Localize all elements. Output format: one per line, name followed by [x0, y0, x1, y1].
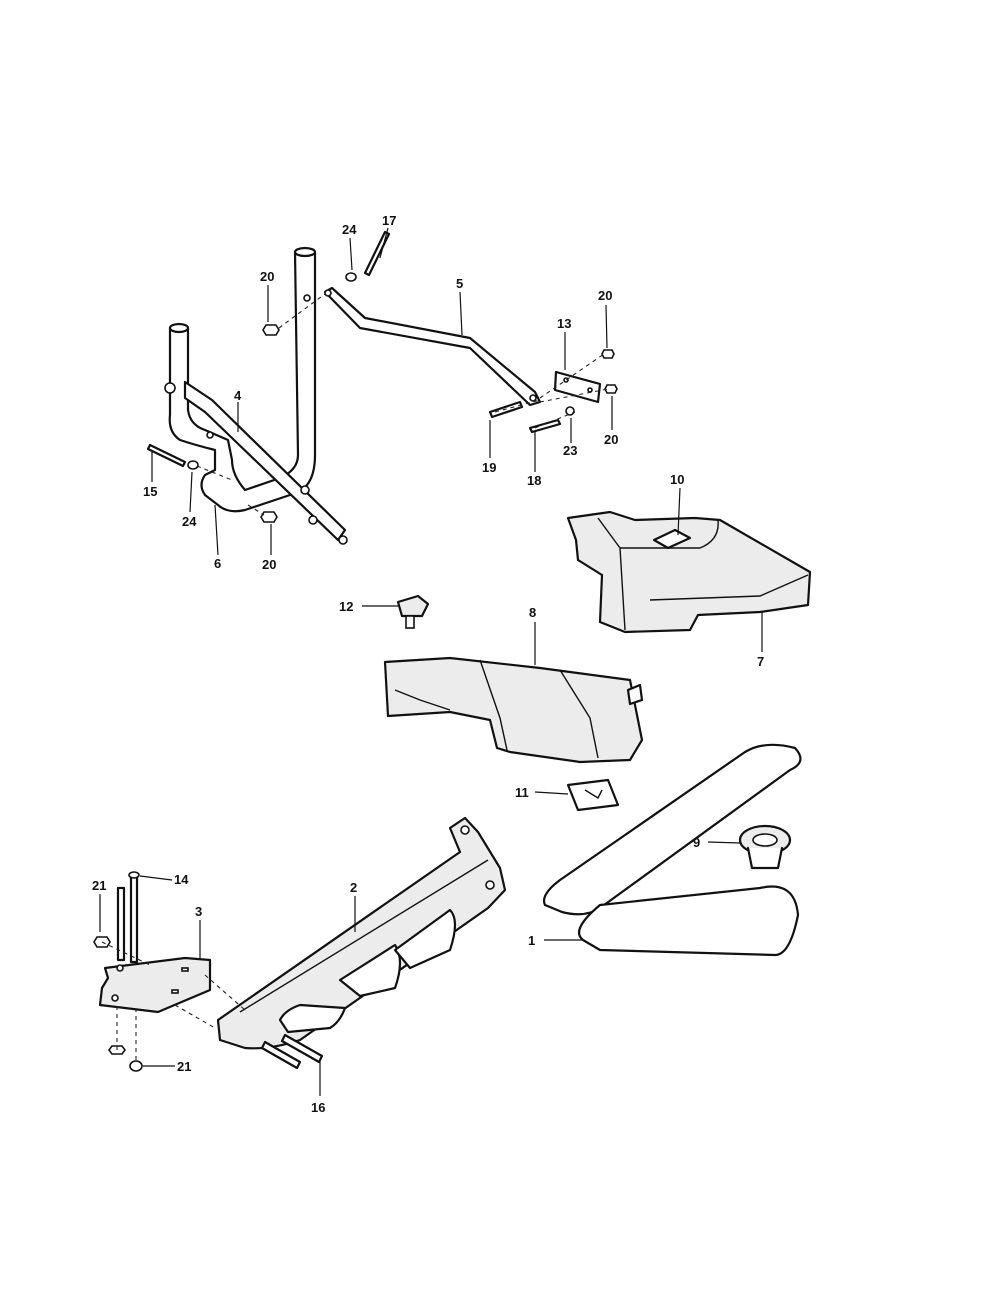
callout-15: 15 — [143, 484, 157, 499]
callout-24-left: 24 — [182, 514, 197, 529]
callout-11: 11 — [515, 785, 529, 800]
callout-9: 9 — [693, 835, 700, 850]
callout-23: 23 — [563, 443, 577, 458]
callout-6: 6 — [214, 556, 221, 571]
assembly-lines-top — [196, 293, 609, 516]
callout-1: 1 — [528, 933, 535, 948]
leader-lines — [99, 227, 763, 1096]
callout-20-bottom: 20 — [262, 557, 276, 572]
callout-4: 4 — [234, 388, 242, 403]
belt-cover — [566, 510, 812, 634]
hardware — [146, 230, 618, 523]
callout-21-bottom: 21 — [177, 1059, 191, 1074]
belt-guard — [383, 656, 644, 764]
frame-bracket — [98, 956, 212, 1014]
callout-24-top: 24 — [342, 222, 357, 237]
callout-3: 3 — [195, 904, 202, 919]
decal — [566, 778, 620, 812]
bracket-hardware — [93, 871, 324, 1072]
callout-12: 12 — [339, 599, 353, 614]
drive-belt — [542, 743, 802, 957]
callout-17: 17 — [382, 213, 396, 228]
callout-5: 5 — [456, 276, 463, 291]
main-frame — [216, 816, 507, 1050]
callout-20-mid-right: 20 — [604, 432, 618, 447]
callout-10: 10 — [670, 472, 684, 487]
callout-19: 19 — [482, 460, 496, 475]
callout-18: 18 — [527, 473, 541, 488]
assembly-lines-bottom — [101, 941, 246, 1060]
callout-13: 13 — [557, 316, 571, 331]
callout-21-top: 21 — [92, 878, 106, 893]
callout-7: 7 — [757, 654, 764, 669]
callout-14: 14 — [174, 872, 189, 887]
brace-bar — [183, 380, 348, 545]
callout-20-top-left: 20 — [260, 269, 274, 284]
control-rod — [323, 286, 542, 407]
callout-labels: 17 24 20 5 13 20 4 19 18 23 20 15 24 6 2… — [92, 213, 764, 1115]
callout-20-top-right: 20 — [598, 288, 612, 303]
callout-16: 16 — [311, 1100, 325, 1115]
mounting-plate — [553, 370, 602, 404]
callout-8: 8 — [529, 605, 536, 620]
handle-tube-frame — [164, 246, 317, 513]
callout-2: 2 — [350, 880, 357, 895]
knob — [396, 594, 430, 629]
pulley — [738, 824, 792, 870]
